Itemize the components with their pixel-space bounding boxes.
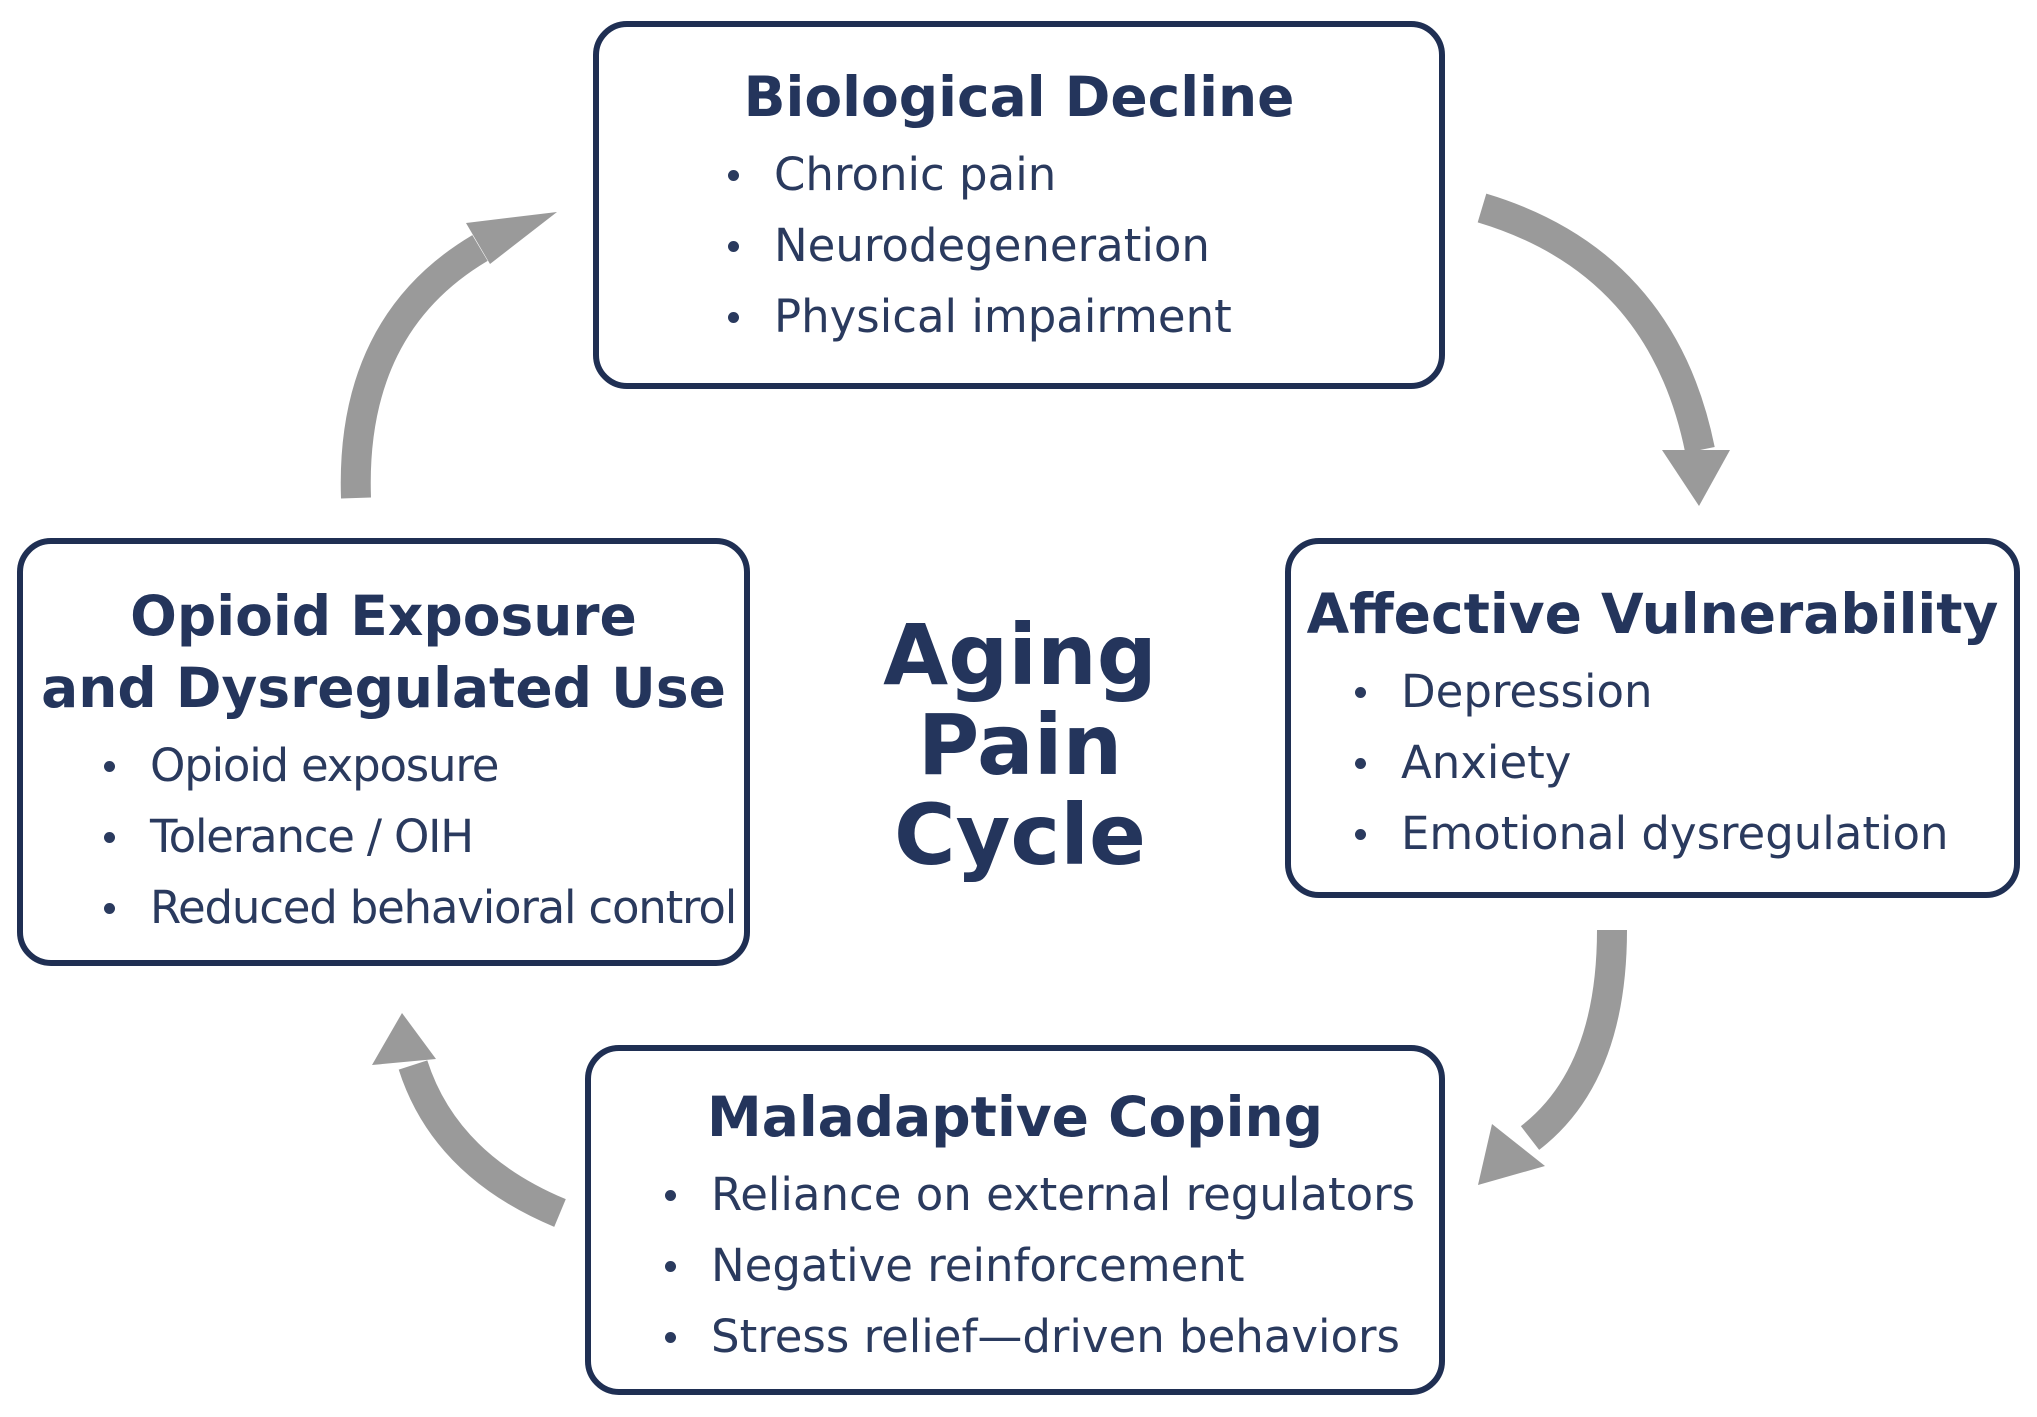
bullet-icon: [104, 832, 115, 843]
maladaptive-coping-list: Reliance on external regulators Negative…: [651, 1159, 1439, 1372]
opioid-exposure-title-line-1: Opioid Exposure: [130, 584, 637, 648]
biological-decline-title: Biological Decline: [743, 65, 1295, 129]
list-item: Depression: [1341, 656, 2014, 727]
arrow-bio-to-affective-head: [1662, 450, 1730, 506]
bullet-icon: [1355, 829, 1366, 840]
bullet-icon: [104, 761, 115, 772]
list-item: Tolerance / OIH: [90, 801, 744, 872]
list-item: Stress relief—driven behaviors: [651, 1301, 1439, 1372]
maladaptive-coping-box: Maladaptive Coping Reliance on external …: [585, 1045, 1445, 1395]
cycle-center-title: Aging Pain Cycle: [870, 610, 1170, 880]
list-item: Chronic pain: [714, 139, 1439, 210]
list-item: Neurodegeneration: [714, 210, 1439, 281]
list-item: Anxiety: [1341, 727, 2014, 798]
arrow-opioid-to-bio-head: [466, 212, 557, 264]
opioid-exposure-title: Opioid Exposure and Dysregulated Use: [23, 544, 744, 724]
bullet-icon: [728, 312, 739, 323]
center-title-line-1: Aging: [883, 606, 1157, 704]
bullet-icon: [665, 1261, 676, 1272]
opioid-exposure-box: Opioid Exposure and Dysregulated Use Opi…: [17, 538, 750, 966]
list-item: Reduced behavioral control: [90, 872, 744, 943]
arrow-maladaptive-to-opioid: [398, 1060, 566, 1227]
list-item: Opioid exposure: [90, 730, 744, 801]
arrow-bio-to-affective: [1477, 193, 1715, 453]
affective-vulnerability-list: Depression Anxiety Emotional dysregulati…: [1341, 656, 2014, 869]
bullet-icon: [1355, 758, 1366, 769]
list-item: Reliance on external regulators: [651, 1159, 1439, 1230]
bullet-icon: [104, 903, 115, 914]
biological-decline-list: Chronic pain Neurodegeneration Physical …: [714, 139, 1439, 352]
list-item: Emotional dysregulation: [1341, 798, 2014, 869]
bullet-icon: [665, 1332, 676, 1343]
affective-vulnerability-box: Affective Vulnerability Depression Anxie…: [1285, 538, 2020, 898]
bullet-icon: [728, 170, 739, 181]
biological-decline-box: Biological Decline Chronic pain Neurodeg…: [593, 21, 1445, 389]
arrow-opioid-to-bio: [340, 235, 488, 499]
opioid-exposure-title-line-2: and Dysregulated Use: [41, 656, 726, 720]
maladaptive-coping-title: Maladaptive Coping: [706, 1085, 1323, 1149]
affective-vulnerability-title: Affective Vulnerability: [1306, 582, 1999, 646]
bullet-icon: [665, 1190, 676, 1201]
center-title-line-2: Pain: [917, 696, 1123, 794]
bullet-icon: [728, 241, 739, 252]
arrow-affective-to-maladaptive-head: [1478, 1124, 1545, 1185]
opioid-exposure-list: Opioid exposure Tolerance / OIH Reduced …: [90, 730, 744, 943]
bullet-icon: [1355, 687, 1366, 698]
list-item: Negative reinforcement: [651, 1230, 1439, 1301]
center-title-line-3: Cycle: [894, 786, 1146, 884]
arrow-affective-to-maladaptive: [1520, 929, 1627, 1150]
arrow-maladaptive-to-opioid-head: [372, 1013, 436, 1065]
list-item: Physical impairment: [714, 281, 1439, 352]
